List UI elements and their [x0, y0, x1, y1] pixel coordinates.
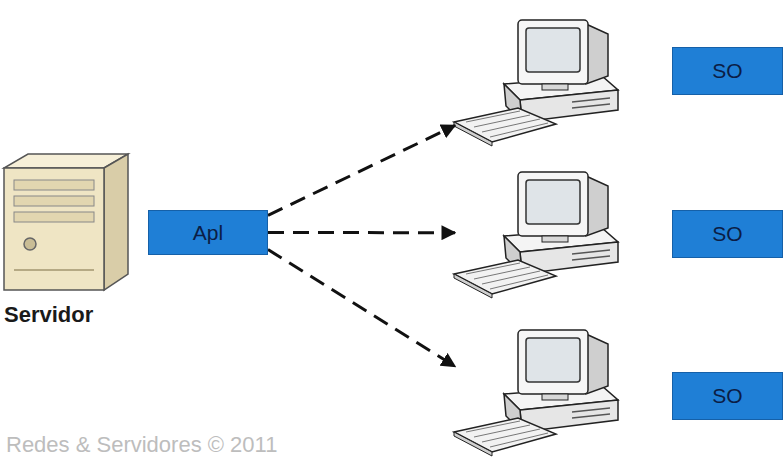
computer-icon: [454, 172, 618, 298]
box-label: SO: [712, 59, 742, 83]
computer-node: SO: [455, 328, 783, 456]
server-label: Servidor: [4, 302, 93, 328]
server-node: Servidor: [0, 150, 150, 328]
computer-icon: [454, 20, 618, 146]
computer-icon: [454, 330, 618, 456]
computer-node: SO: [455, 18, 783, 146]
box-label: Apl: [193, 221, 223, 245]
box-label: SO: [712, 222, 742, 246]
dashed-arrow: [268, 231, 455, 234]
server-icon: [4, 154, 128, 290]
box-label: SO: [712, 384, 742, 408]
os-box: SO: [672, 210, 783, 258]
dashed-arrow: [268, 126, 455, 216]
dashed-arrow: [268, 250, 455, 367]
os-box: SO: [672, 47, 783, 95]
computer-node: SO: [455, 170, 783, 298]
watermark: Redes & Servidores © 2011: [6, 432, 277, 458]
os-box: SO: [672, 372, 783, 420]
application-box: Apl: [148, 210, 268, 255]
